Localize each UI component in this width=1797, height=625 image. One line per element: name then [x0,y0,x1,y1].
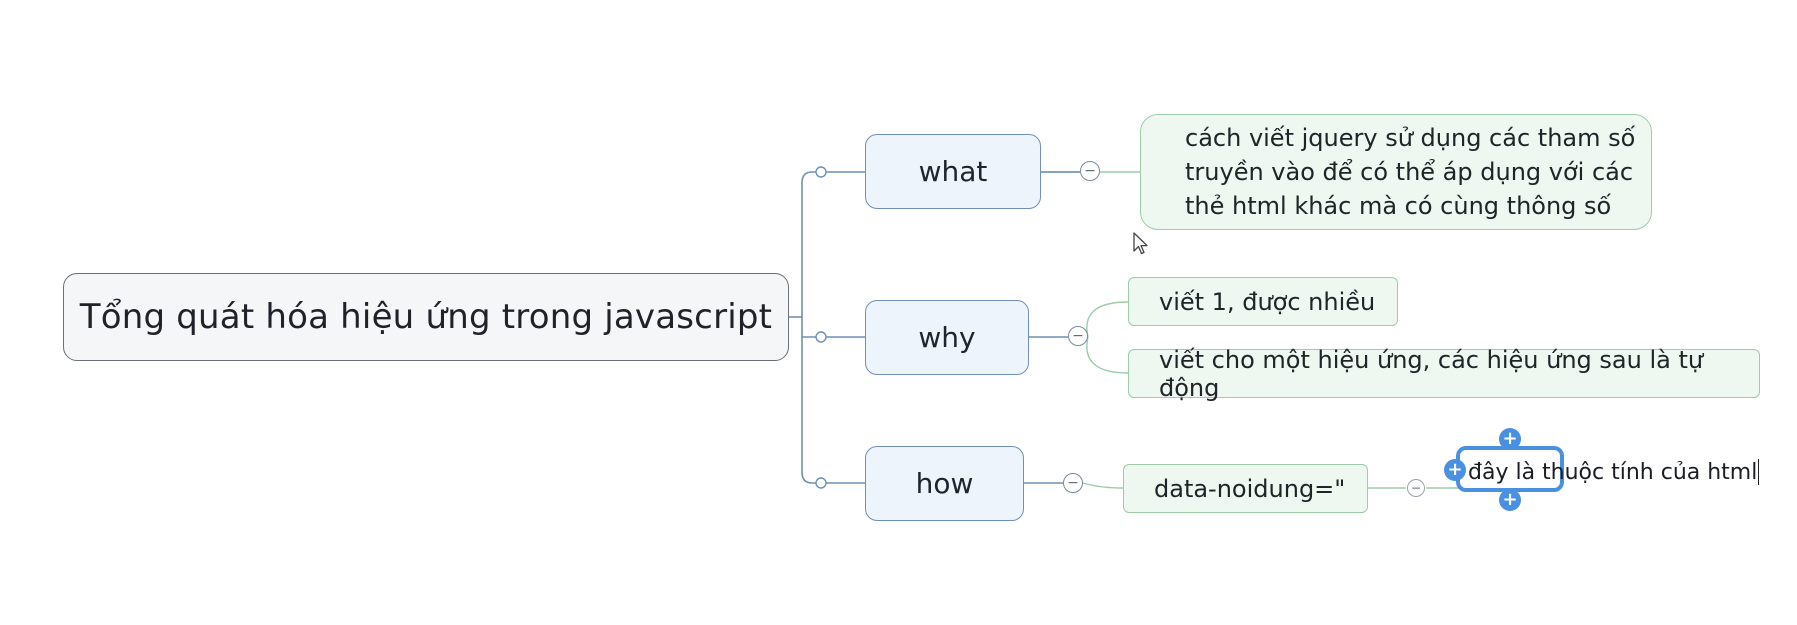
collapse-why-icon[interactable]: − [1068,326,1088,346]
collapse-how-icon[interactable]: − [1063,473,1083,493]
topic-text-editor-value: đây là thuộc tính của html [1468,459,1758,485]
subtopic-what-line-1: cách viết jquery sử dụng các tham số [1185,124,1636,152]
topic-what-label: what [918,155,988,188]
subtopic-what-line-3: thẻ html khác mà có cùng thông số [1185,192,1612,220]
subtopic-why-1[interactable]: viết 1, được nhiều [1128,277,1398,326]
junction-what [815,166,827,178]
topic-what[interactable]: what [865,134,1041,209]
topic-how-label: how [915,467,974,500]
topic-text-editor[interactable]: đây là thuộc tính của html [1466,452,1797,492]
junction-how [815,477,827,489]
root-topic[interactable]: Tổng quát hóa hiệu ứng trong javascript [63,273,789,361]
add-topic-above-icon[interactable]: + [1499,428,1521,450]
junction-why [815,331,827,343]
subtopic-why-2-label: viết cho một hiệu ứng, các hiệu ứng sau … [1159,345,1704,402]
topic-how[interactable]: how [865,446,1024,521]
subtopic-what-line-2: truyền vào để có thể áp dụng với các [1185,158,1634,186]
subtopic-what-description[interactable]: cách viết jquery sử dụng các tham số tru… [1140,114,1652,230]
collapse-attribute-icon[interactable]: − [1407,479,1425,497]
subtopic-why-1-label: viết 1, được nhiều [1159,287,1376,316]
add-topic-left-icon[interactable]: + [1444,459,1466,481]
topic-why-label: why [918,321,976,354]
add-topic-below-icon[interactable]: + [1499,489,1521,511]
connector-how-leaf [1082,482,1124,489]
collapse-what-icon[interactable]: − [1080,161,1100,181]
subtopic-how-data-attribute-label: data-noidung=" [1154,474,1346,503]
subtopic-how-data-attribute[interactable]: data-noidung=" [1123,464,1368,513]
root-topic-label: Tổng quát hóa hiệu ứng trong javascript [79,297,773,337]
mouse-pointer-icon [1133,232,1148,255]
topic-why[interactable]: why [865,300,1029,375]
connector-trunk [801,171,813,484]
connector-why-leaves [1086,301,1129,374]
text-caret [1758,459,1760,485]
subtopic-why-2[interactable]: viết cho một hiệu ứng, các hiệu ứng sau … [1128,346,1760,402]
